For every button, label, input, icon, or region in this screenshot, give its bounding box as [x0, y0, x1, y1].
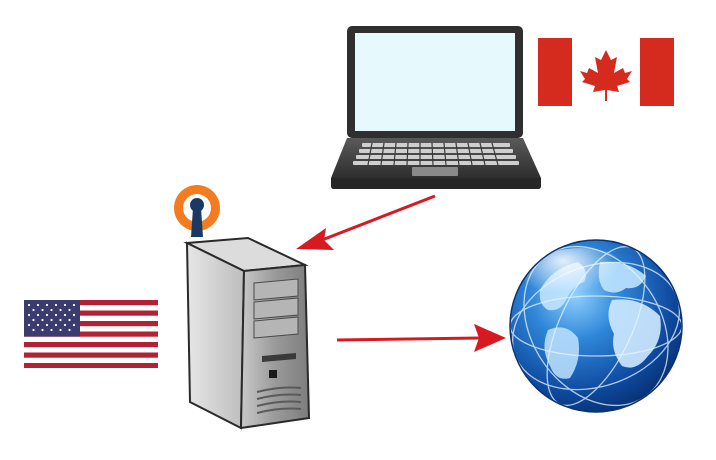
- canada-flag-icon: [538, 38, 674, 106]
- globe-icon: [509, 239, 683, 413]
- arrow-laptop-to-server: [296, 194, 436, 250]
- laptop-icon: [331, 26, 541, 189]
- server-tower-icon: [183, 236, 311, 430]
- usa-flag-icon: [24, 300, 158, 368]
- arrow-server-to-internet: [336, 324, 506, 352]
- openvpn-logo-icon: [174, 185, 220, 237]
